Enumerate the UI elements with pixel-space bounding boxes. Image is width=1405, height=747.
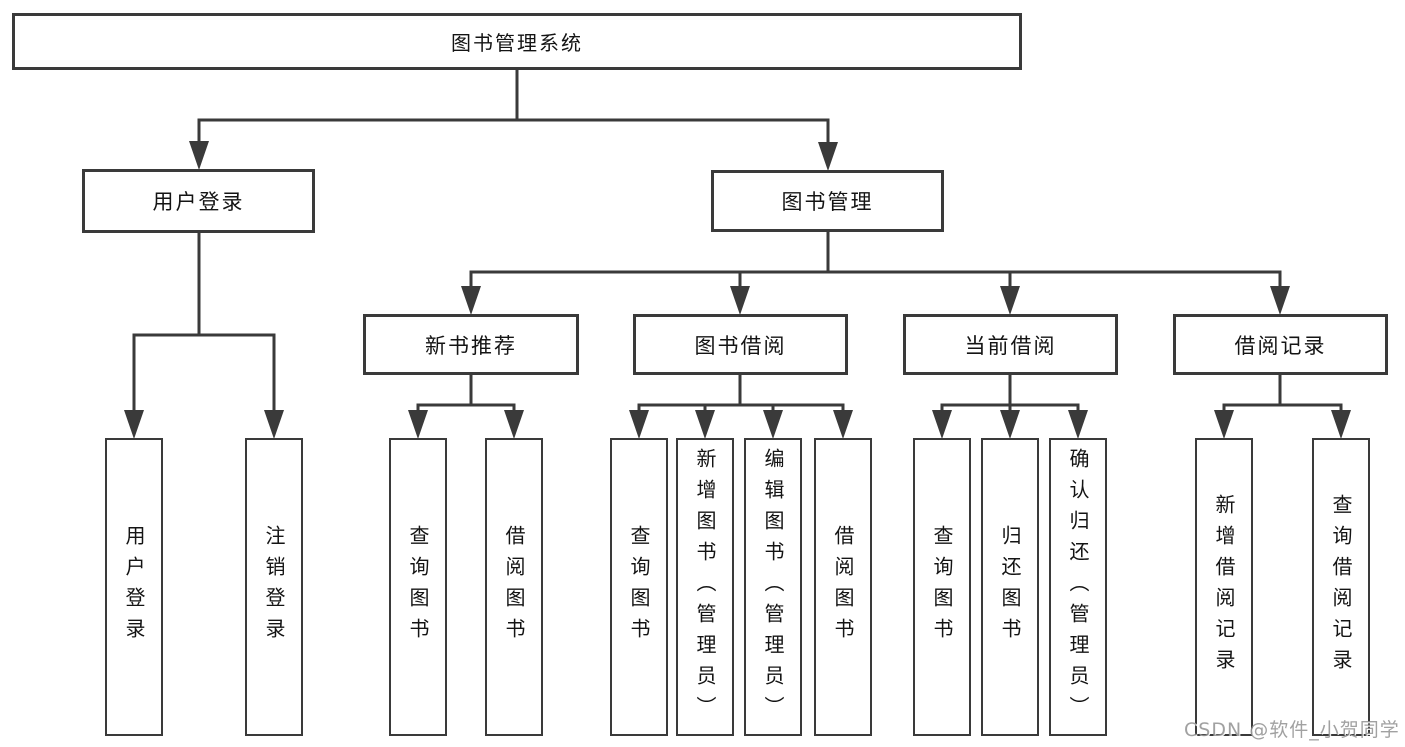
node-add-borrow-record: 新增借阅记录 [1195, 438, 1253, 736]
node-label: 归还图书 [998, 525, 1022, 649]
node-label: 注销登录 [262, 525, 286, 649]
node-return-book: 归还图书 [981, 438, 1039, 736]
node-edit-book-admin: 编辑图书（管理员） [744, 438, 802, 736]
node-library-system: 图书管理系统 [12, 13, 1022, 70]
node-label: 用户登录 [122, 525, 146, 649]
node-query-book-recommend: 查询图书 [389, 438, 447, 736]
node-label: 新增图书（管理员） [693, 447, 717, 727]
node-label: 查询借阅记录 [1329, 494, 1353, 680]
node-label: 确认归还（管理员） [1066, 447, 1090, 727]
csdn-watermark: CSDN @软件_小贺同学 [1184, 719, 1400, 741]
node-new-book-recommend: 新书推荐 [363, 314, 579, 375]
node-current-borrowing: 当前借阅 [903, 314, 1118, 375]
node-query-book-borrow: 查询图书 [610, 438, 668, 736]
node-label: 查询图书 [930, 525, 954, 649]
node-borrow-book: 借阅图书 [814, 438, 872, 736]
node-label: 编辑图书（管理员） [761, 447, 785, 727]
node-user-login-leaf: 用户登录 [105, 438, 163, 736]
node-borrowing-records: 借阅记录 [1173, 314, 1388, 375]
node-query-book-current: 查询图书 [913, 438, 971, 736]
node-add-book-admin: 新增图书（管理员） [676, 438, 734, 736]
node-label: 新增借阅记录 [1212, 494, 1236, 680]
node-confirm-return-admin: 确认归还（管理员） [1049, 438, 1107, 736]
node-borrow-book-recommend: 借阅图书 [485, 438, 543, 736]
node-label: 借阅图书 [831, 525, 855, 649]
node-book-borrowing: 图书借阅 [633, 314, 848, 375]
node-label: 查询图书 [406, 525, 430, 649]
node-book-management: 图书管理 [711, 170, 944, 232]
node-label: 查询图书 [627, 525, 651, 649]
node-query-borrow-record: 查询借阅记录 [1312, 438, 1370, 736]
node-logout: 注销登录 [245, 438, 303, 736]
node-label: 借阅图书 [502, 525, 526, 649]
node-user-login: 用户登录 [82, 169, 315, 233]
